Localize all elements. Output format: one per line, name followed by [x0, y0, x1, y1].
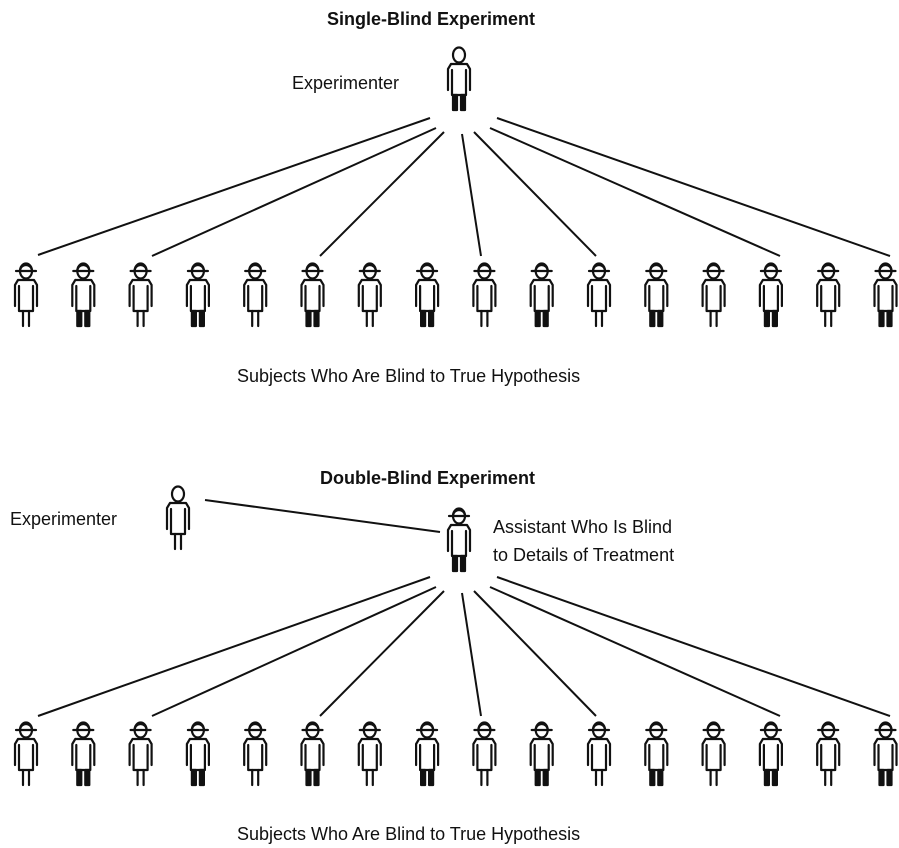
double-blind-connection-lines: [37, 499, 891, 717]
double-blind-subject-3: [128, 721, 153, 787]
single-blind-subject-9: [472, 262, 497, 328]
double-blind-subject-12: [644, 721, 669, 787]
single-blind-subject-15: [816, 262, 841, 328]
single-blind-line-3: [319, 131, 445, 257]
double-blind-line-2: [151, 586, 437, 717]
double-blind-subject-15: [816, 721, 841, 787]
double-blind-line-3: [319, 590, 445, 717]
single-blind-subject-12: [644, 262, 669, 328]
single-blind-subject-6: [300, 262, 325, 328]
double-blind-assistant-figure: [446, 507, 472, 573]
double-blind-line-7: [496, 576, 891, 717]
double-blind-subject-4: [185, 721, 210, 787]
single-blind-connection-lines: [37, 117, 891, 257]
single-blind-line-4: [461, 133, 482, 257]
double-blind-subject-13: [701, 721, 726, 787]
single-blind-subjects-caption: Subjects Who Are Blind to True Hypothesi…: [237, 366, 581, 386]
single-blind-subject-2: [71, 262, 96, 328]
single-blind-subject-5: [243, 262, 268, 328]
single-blind-subject-14: [758, 262, 783, 328]
double-blind-experimenter-figure: [165, 485, 191, 551]
double-blind-subject-5: [243, 721, 268, 787]
double-blind-subject-16: [873, 721, 898, 787]
single-blind-line-5: [473, 131, 597, 257]
single-blind-subject-13: [701, 262, 726, 328]
double-blind-subject-10: [529, 721, 554, 787]
single-blind-line-6: [489, 127, 781, 257]
double-blind-line-1: [37, 576, 431, 717]
single-blind-subject-8: [415, 262, 440, 328]
double-blind-subject-11: [586, 721, 612, 787]
single-blind-experimenter-figure: [446, 46, 472, 112]
assistant-label-line1: Assistant Who Is Blind: [493, 517, 673, 537]
single-blind-title: Single-Blind Experiment: [327, 9, 536, 29]
experimenter-to-assistant-line: [204, 499, 441, 533]
single-blind-experimenter-label: Experimenter: [292, 73, 400, 93]
double-blind-line-5: [473, 590, 597, 717]
single-blind-subject-11: [586, 262, 612, 328]
single-blind-subject-10: [529, 262, 554, 328]
single-blind-line-2: [151, 127, 437, 257]
double-blind-title: Double-Blind Experiment: [320, 468, 536, 488]
double-blind-subject-7: [357, 721, 382, 787]
double-blind-subject-9: [472, 721, 497, 787]
single-blind-subjects-row: [13, 262, 898, 328]
single-blind-subject-3: [128, 262, 153, 328]
single-blind-subject-4: [185, 262, 210, 328]
double-blind-subject-1: [13, 721, 39, 787]
double-blind-line-4: [461, 592, 482, 717]
double-blind-subject-2: [71, 721, 96, 787]
assistant-figure: [446, 507, 472, 573]
double-blind-subject-14: [758, 721, 783, 787]
double-blind-subjects-caption: Subjects Who Are Blind to True Hypothesi…: [237, 824, 581, 844]
single-blind-subject-7: [357, 262, 382, 328]
single-blind-line-7: [496, 117, 891, 257]
double-blind-experimenter: [165, 485, 191, 551]
single-blind-subject-1: [13, 262, 39, 328]
single-blind-line-1: [37, 117, 431, 256]
double-blind-line-6: [489, 586, 781, 717]
double-blind-experimenter-label: Experimenter: [10, 509, 118, 529]
double-blind-subject-6: [300, 721, 325, 787]
single-blind-subject-16: [873, 262, 898, 328]
double-blind-subjects-row: [13, 721, 898, 787]
double-blind-subject-8: [415, 721, 440, 787]
assistant-label-line2: to Details of Treatment: [493, 545, 675, 565]
single-blind-experimenter: [446, 46, 472, 112]
